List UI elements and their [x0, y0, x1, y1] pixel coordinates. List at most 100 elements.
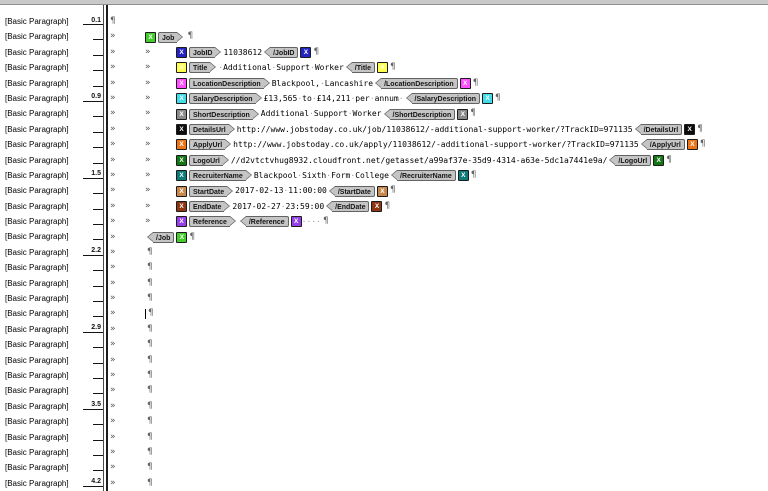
galley-line[interactable]: »¶	[110, 337, 768, 352]
LocationDescription-value[interactable]: Blackpool,·Lancashire	[271, 78, 374, 88]
pilcrow-marker: ¶	[470, 169, 477, 180]
DetailsUrl-tag-marker[interactable]: X	[176, 123, 187, 135]
EndDate-tag-open-bubble[interactable]: EndDate	[189, 200, 231, 212]
StartDate-tag-open-bubble[interactable]: StartDate	[189, 185, 234, 197]
JobID-tag-open-bubble[interactable]: JobID	[189, 47, 223, 59]
SalaryDescription-value[interactable]: £13,565·to·£14,211·per·annum·	[263, 94, 404, 103]
galley-line[interactable]: »¶	[110, 291, 768, 306]
DetailsUrl-tag-marker[interactable]: X	[684, 123, 696, 135]
Title-tag-open-bubble[interactable]: Title	[189, 62, 217, 74]
galley-line[interactable]: »¶	[110, 460, 768, 475]
Reference-tag-close-bubble[interactable]: /Reference	[239, 216, 289, 228]
galley-line[interactable]: »¶	[110, 353, 768, 368]
ShortDescription-value[interactable]: Additional·Support·Worker	[260, 109, 382, 119]
LogoUrl-tag-marker[interactable]: X	[653, 154, 665, 166]
galley-line[interactable]: »¶	[110, 445, 768, 460]
LogoUrl-value[interactable]: //d2vtctvhug8932.cloudfront.net/getasset…	[230, 155, 608, 165]
ShortDescription-tag-open-bubble[interactable]: ShortDescription	[189, 108, 259, 120]
galley-line[interactable]: »¶	[110, 306, 768, 321]
StartDate-tag-marker[interactable]: X	[176, 185, 187, 197]
Title-tag-close-bubble[interactable]: /Title	[345, 62, 376, 74]
DetailsUrl-tag-close-bubble[interactable]: /DetailsUrl	[634, 123, 683, 135]
ShortDescription-tag-marker[interactable]: X	[457, 108, 469, 120]
galley-line[interactable]: »¶	[110, 276, 768, 291]
space-marker: ·	[369, 94, 375, 103]
Job-tag-marker[interactable]: X	[145, 31, 156, 43]
galley-line[interactable]: »¶	[110, 476, 768, 491]
Reference-tag-open-bubble[interactable]: Reference	[189, 216, 236, 228]
RecruiterName-tag-open-bubble[interactable]: RecruiterName	[189, 170, 252, 182]
EndDate-tag-close-bubble[interactable]: /EndDate	[326, 200, 370, 212]
galley-line[interactable]: »¶	[110, 430, 768, 445]
StartDate-tag-close-bubble[interactable]: /StartDate	[328, 185, 375, 197]
ApplyUrl-tag-marker[interactable]: X	[686, 139, 698, 151]
ruler-tick	[93, 301, 103, 303]
LogoUrl-tag-close-bubble[interactable]: /LogoUrl	[609, 154, 652, 166]
SalaryDescription-tag-marker[interactable]: X	[482, 93, 494, 105]
StartDate-value[interactable]: 2017-02-13·11:00:00	[235, 186, 327, 196]
paragraph-style-label: [Basic Paragraph]	[5, 278, 69, 288]
JobID-tag-close-bubble[interactable]: /JobID	[263, 47, 299, 59]
SalaryDescription-tag-open-bubble[interactable]: SalaryDescription	[189, 93, 262, 105]
Reference-tag-marker[interactable]: X	[290, 216, 302, 228]
DetailsUrl-tag-open-bubble[interactable]: DetailsUrl	[189, 123, 235, 135]
Job-tag-marker[interactable]: X	[176, 231, 188, 243]
JobID-value[interactable]: 11038612	[223, 47, 263, 57]
Title-tag-marker[interactable]: X	[176, 62, 187, 74]
RecruiterName-tag-marker[interactable]: X	[176, 170, 187, 182]
RecruiterName-value[interactable]: Blackpool·Sixth·Form·College	[253, 170, 389, 180]
ApplyUrl-tag-marker[interactable]: X	[176, 139, 187, 151]
LocationDescription-tag-marker[interactable]: X	[176, 77, 187, 89]
JobID-tag-marker[interactable]: X	[300, 47, 312, 59]
Job-tag-open-bubble[interactable]: Job	[158, 31, 185, 43]
SalaryDescription-tag-close-bubble[interactable]: /SalaryDescription	[405, 93, 481, 105]
LogoUrl-tag-marker[interactable]: X	[176, 154, 187, 166]
LogoUrl-tag-open-bubble[interactable]: LogoUrl	[189, 154, 229, 166]
galley-line[interactable]: »¶	[110, 368, 768, 383]
Title-tag-marker[interactable]: X	[377, 62, 389, 74]
EndDate-value[interactable]: 2017-02-27·23:59:00	[232, 201, 325, 211]
DetailsUrl-value[interactable]: http://www.jobstoday.co.uk/job/11038612/…	[236, 124, 633, 134]
LocationDescription-tag-open-bubble[interactable]: LocationDescription	[189, 77, 270, 89]
LocationDescription-tag-close-bubble[interactable]: /LocationDescription	[375, 77, 458, 89]
galley-line[interactable]: »¶	[110, 414, 768, 429]
ShortDescription-tag-marker[interactable]: X	[176, 108, 187, 120]
ShortDescription-tag-close-bubble[interactable]: /ShortDescription	[383, 108, 456, 120]
Job-tag-close-bubble[interactable]: /Job	[146, 231, 175, 243]
EndDate-tag-marker[interactable]: X	[176, 200, 187, 212]
ApplyUrl-value[interactable]: http://www.jobstoday.co.uk/apply/1103861…	[233, 140, 639, 150]
JobID-tag-marker[interactable]: X	[176, 47, 187, 59]
Title-value[interactable]: ·Additional·Support·Worker	[218, 63, 344, 73]
galley-line[interactable]: »¶	[110, 399, 768, 414]
ApplyUrl-tag-close-bubble[interactable]: /ApplyUrl	[640, 139, 685, 151]
RecruiterName-tag-close-bubble[interactable]: /RecruiterName	[391, 170, 456, 182]
EndDate-tag-marker[interactable]: X	[371, 200, 383, 212]
LocationDescription-tag-marker[interactable]: X	[459, 77, 471, 89]
SalaryDescription-tag-marker[interactable]: X	[176, 93, 187, 105]
ApplyUrl-tag-open-bubble[interactable]: ApplyUrl	[189, 139, 232, 151]
galley-line[interactable]: ¶	[110, 14, 768, 29]
galley-line[interactable]: »¶	[110, 260, 768, 275]
galley-line[interactable]: »¶	[110, 383, 768, 398]
galley-line[interactable]: »¶	[110, 245, 768, 260]
RecruiterName-tag-marker[interactable]: X	[457, 170, 469, 182]
galley-line[interactable]: »¶	[110, 322, 768, 337]
indent-marker: »	[145, 216, 151, 227]
StartDate-tag-marker[interactable]: X	[376, 185, 388, 197]
Reference-tag-marker[interactable]: X	[176, 216, 187, 228]
